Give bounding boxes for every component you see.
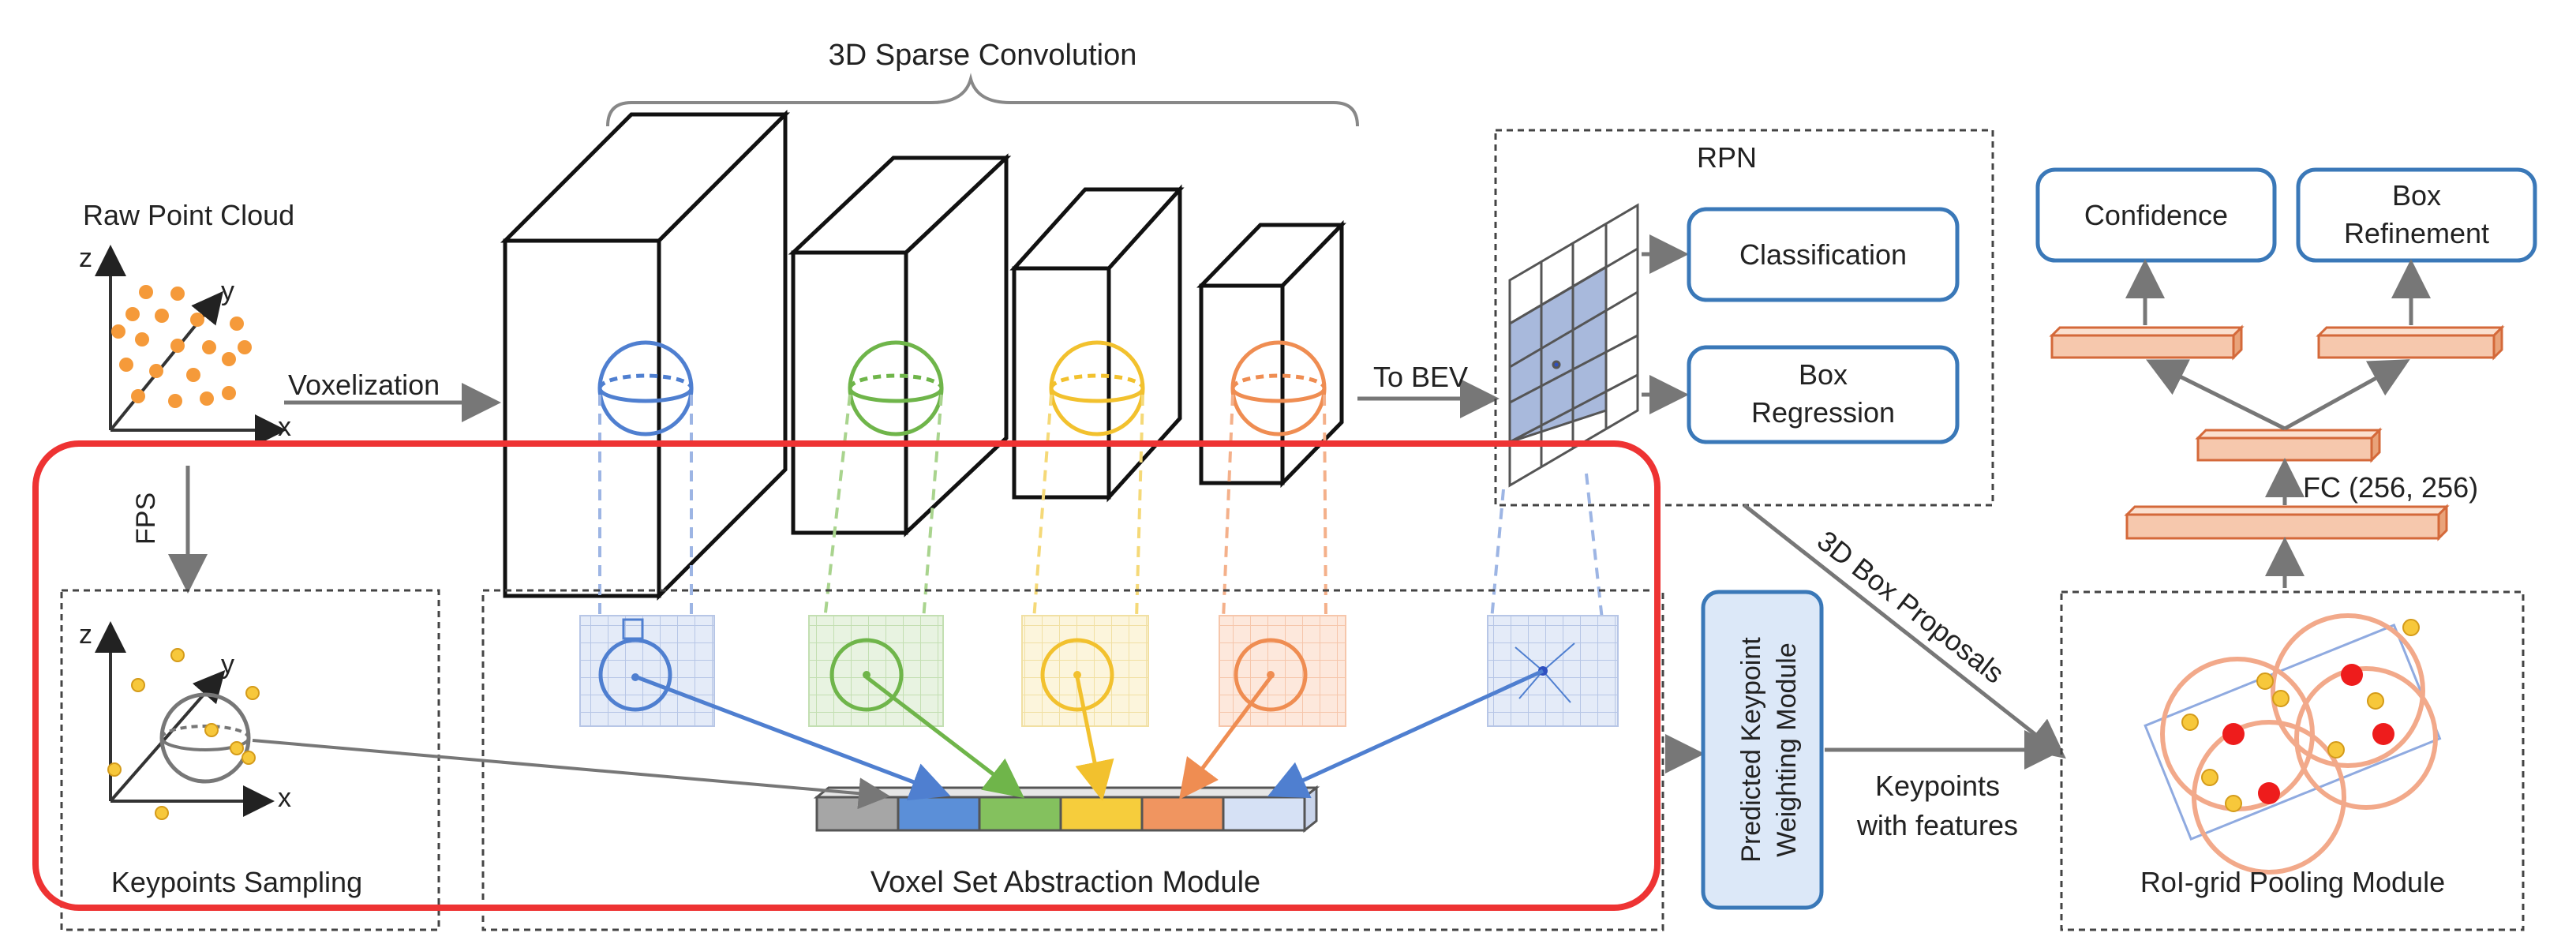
kp-axis-y-label: y [221,650,234,680]
keypoints-features-label-2: with features [1856,809,2018,841]
axis-x-label: x [278,412,291,442]
keypoint-sphere-icon [95,621,275,820]
head-arrows [2125,259,2431,588]
sphere-green-icon [848,340,944,436]
highlight-frame [32,440,1661,911]
voxelization-label: Voxelization [288,369,440,401]
fc-layer-shared-2 [2195,427,2383,463]
weighting-module-label-2: Weighting Module [1772,642,1802,857]
axis-z-label: z [79,243,92,273]
sparse-conv-brace [606,73,1359,127]
blue-feature-arrow [636,675,951,801]
box-regression-label-2: Regression [1751,396,1895,429]
vsa-module-box [481,589,1664,931]
conv-block-4 [1196,219,1346,489]
to-bev-label: To BEV [1373,361,1468,393]
fc-layer-shared-1 [2124,504,2450,541]
keypoints-features-label-1: Keypoints [1875,770,2000,802]
bev-feature-arrow [1267,669,1544,799]
voxel-grid-orange [1219,615,1346,727]
weighting-module-box [1701,590,1824,910]
classification-label: Classification [1739,238,1907,271]
projection-lines [598,394,1604,620]
box-proposals-arrow [1743,504,2066,759]
fc-layer-confidence [2049,324,2245,361]
kp-to-vsa-arrow [252,739,890,810]
weighting-module-label-1: Predicted Keypoint [1736,637,1766,863]
roi-circles-icon [2144,613,2442,875]
voxel-grid-blue [579,615,715,727]
box-refinement-label-2: Refinement [2344,217,2489,249]
bev-grid-icon [1508,203,1639,488]
fc-layers [2049,324,2505,541]
kp-axis-x-label: x [278,783,291,813]
box-refinement-label-1: Box [2392,179,2441,212]
axis-y-label: y [221,276,234,306]
sphere-yellow-icon [1049,340,1145,436]
kp-axis-z-label: z [79,620,92,650]
fc-layer-refinement [2316,324,2505,361]
conv-block-3 [1009,184,1185,503]
fps-label: FPS [131,493,161,545]
confidence-label: Confidence [2084,199,2228,231]
keypoints-sampling-label: Keypoints Sampling [111,866,362,898]
voxel-grid-bev [1487,615,1619,727]
keypoints-sampling-box [60,589,440,931]
box-regression-label-1: Box [1799,358,1848,391]
conv-block-1 [500,109,791,601]
raw-point-cloud-label: Raw Point Cloud [83,199,294,231]
green-feature-arrow [865,676,1024,799]
roi-grid-label: RoI-grid Pooling Module [2140,866,2445,898]
yellow-feature-arrow [1075,676,1114,801]
box-regression-box [1687,345,1960,444]
sparse-conv-label: 3D Sparse Convolution [829,39,1137,72]
roi-grid-box [2060,590,2525,931]
fc-label: FC (256, 256) [2303,471,2478,504]
sphere-blue-icon [597,340,694,436]
sphere-orange-icon [1230,340,1327,436]
orange-feature-arrow [1179,676,1273,800]
classification-box [1687,207,1960,302]
rpn-label: RPN [1697,141,1757,174]
feature-vector [813,785,1320,833]
point-cloud-icon [95,245,286,446]
conv-block-2 [788,153,1012,538]
voxel-grid-green [808,615,944,727]
box-proposals-label: 3D Box Proposals [1811,524,2010,690]
vsa-module-label: Voxel Set Abstraction Module [871,866,1260,899]
